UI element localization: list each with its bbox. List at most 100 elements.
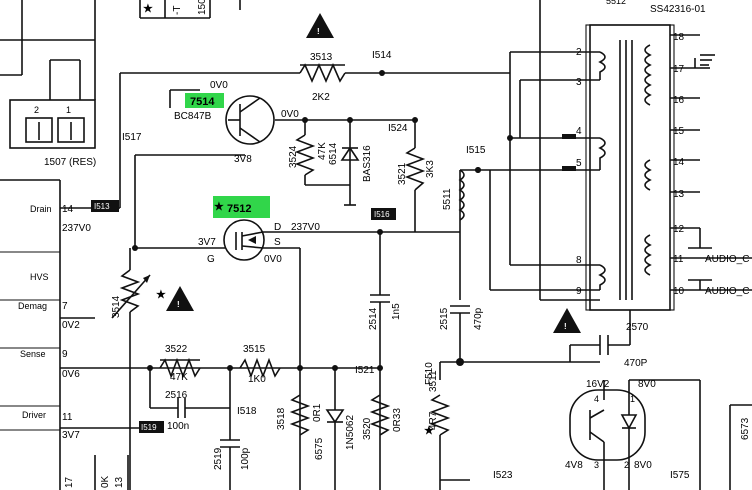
v-0v0-c: 0V0	[264, 254, 282, 265]
node-tag-i513: I513	[91, 200, 119, 212]
pin-16: 16	[673, 95, 685, 106]
ic-label-hvs: HVS	[30, 272, 49, 282]
node-i524: I524	[388, 123, 408, 134]
pin-s: S	[274, 237, 281, 248]
resistor-3518	[289, 394, 311, 436]
transformer-5512	[585, 24, 752, 311]
pin-12: 12	[673, 224, 685, 235]
resistor-3521	[404, 147, 426, 191]
d6575-type: 1N5062	[345, 415, 356, 450]
pin-17: 17	[673, 64, 685, 75]
node-i518: I518	[237, 406, 257, 417]
resistor-3511	[429, 394, 451, 436]
v-4v8: 4V8	[565, 460, 583, 471]
svg-text:!: !	[564, 322, 567, 331]
node-tag-i519: I519	[139, 421, 164, 433]
tag-label: I519	[141, 423, 157, 432]
r3522-value: 47K	[170, 372, 188, 383]
partial-t: -T	[172, 6, 183, 15]
pin-d: D	[274, 222, 281, 233]
pin-8: 8	[576, 255, 582, 266]
diode-6514	[340, 146, 360, 206]
c2515-ref: 2515	[439, 307, 450, 330]
ic-pin-14: 14	[62, 204, 74, 215]
r3511-star: ★	[424, 425, 434, 437]
r3518-ref: 3518	[276, 407, 287, 430]
ic-pin-7: 7	[62, 301, 68, 312]
t7514-ref: 7514	[190, 96, 215, 108]
c2519-value: 100p	[240, 447, 251, 470]
inductor-5511	[458, 169, 465, 221]
r3511-value: 4R7	[428, 411, 439, 430]
r3521-ref: 3521	[397, 162, 408, 185]
resistor-3515	[239, 357, 281, 379]
r3513-value: 2K2	[312, 92, 330, 103]
v-0v2: 0V2	[62, 320, 80, 331]
c2514-ref: 2514	[368, 307, 379, 330]
pin-14: 14	[673, 157, 685, 168]
top-wiring	[119, 0, 600, 490]
r3522-ref: 3522	[165, 344, 188, 355]
c2516-ref: 2516	[165, 390, 188, 401]
mosfet-7512	[213, 196, 270, 261]
node-i514: I514	[372, 50, 392, 61]
v-8v0-a: 8V0	[638, 379, 656, 390]
t7512-ref: 7512	[227, 203, 251, 215]
transistor-7514	[185, 93, 275, 145]
pin-9: 9	[576, 286, 582, 297]
partial-1507: 1507	[197, 0, 208, 15]
v-16v2: 16V2	[586, 379, 610, 390]
pin-18: 18	[673, 32, 685, 43]
pin-5: 5	[576, 158, 582, 169]
ic-label-sense: Sense	[20, 349, 46, 359]
c2515-value: 470p	[473, 307, 484, 330]
d6514-ref: 6514	[328, 142, 339, 165]
winding-markers	[475, 134, 576, 173]
r3514-ref: 3514	[111, 295, 122, 318]
pin-15: 15	[673, 126, 685, 137]
v-0v0-b: 0V0	[281, 109, 299, 120]
transformer-ref: 5512	[606, 0, 626, 6]
transformer-part: SS42316-01	[650, 4, 706, 15]
pin-2: 2	[576, 47, 582, 58]
audio-label-2: AUDIO_C	[705, 286, 749, 297]
tag-label: I513	[94, 202, 110, 211]
r3518-value: 0R1	[312, 403, 323, 422]
d6514-type: BAS316	[362, 145, 373, 182]
connector-1507	[9, 99, 96, 149]
opto-pin-2: 2	[624, 460, 629, 470]
partial-0k: 0K	[100, 475, 111, 488]
r3520-value: 0R33	[392, 408, 403, 432]
c2570-value: 470P	[624, 358, 648, 369]
d6575-ref: 6575	[314, 437, 325, 460]
labels: SS42316-01 5512 2 3 4 5 8 9 18 17 16 15 …	[18, 0, 751, 488]
diode-6575	[325, 368, 345, 490]
ic-pin-9: 9	[62, 349, 68, 360]
connector-ref: 1507 (RES)	[44, 157, 96, 168]
ic-label-driver: Driver	[22, 410, 46, 420]
r3521-value: 3K3	[425, 160, 436, 178]
r3513-ref: 3513	[310, 52, 333, 63]
v-8v0-b: 8V0	[634, 460, 652, 471]
node-i515: I515	[466, 145, 486, 156]
r3524-ref: 3524	[288, 145, 299, 168]
ic-pin-17: 17	[64, 476, 75, 488]
star-top: ★	[143, 3, 153, 15]
ic-label-drain: Drain	[30, 204, 52, 214]
ic-pin-13: 13	[114, 476, 125, 488]
resistor-3514	[111, 248, 151, 490]
c2519-ref: 2519	[213, 447, 224, 470]
pin-3: 3	[576, 77, 582, 88]
node-i523: I523	[493, 470, 513, 481]
audio-label-1: AUDIO_C	[705, 254, 749, 265]
node-i575: I575	[670, 470, 690, 481]
r3515-ref: 3515	[243, 344, 266, 355]
c2570-ref: 2570	[626, 322, 649, 333]
v-3v7-a: 3V7	[198, 237, 216, 248]
conn-pin-2: 2	[34, 105, 39, 115]
warning-icon: ! ! !	[166, 13, 581, 333]
v-3v8: 3V8	[234, 154, 252, 165]
v-3v7-b: 3V7	[62, 430, 80, 441]
resistor-3524	[294, 134, 316, 176]
